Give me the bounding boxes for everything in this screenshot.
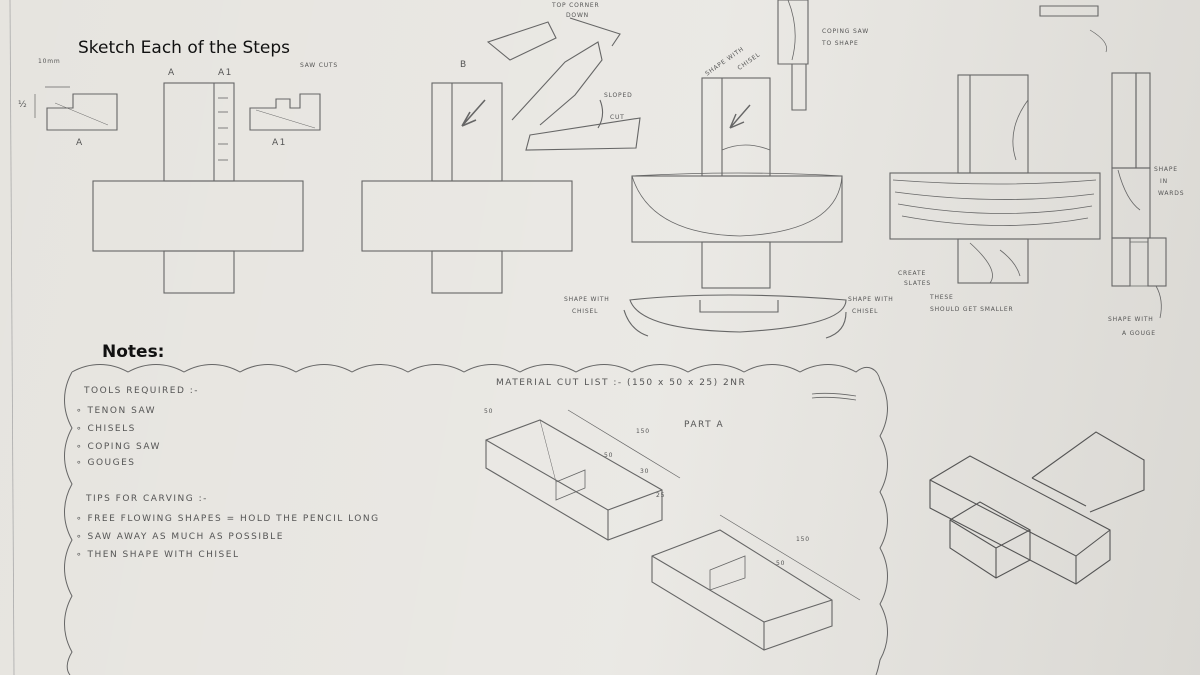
step1-col-a1: A1 <box>218 68 233 78</box>
tip-item-label: SAW AWAY AS MUCH AS POSSIBLE <box>87 532 284 542</box>
step1-profile-a: A <box>76 138 84 148</box>
tips-heading: TIPS FOR CARVING :- <box>86 494 208 504</box>
dim-50a: 50 <box>484 408 494 415</box>
step4-coping-saw: COPING SAW <box>822 28 869 35</box>
step1-col-a: A <box>168 68 176 78</box>
margin-line <box>9 0 15 675</box>
dim-50b: 50 <box>604 452 614 459</box>
step5-shape: SHAPE <box>1154 166 1178 173</box>
tool-item-label: COPING SAW <box>87 442 161 452</box>
tool-item: ∘ CHISELS <box>76 424 136 434</box>
tool-item-label: CHISELS <box>87 424 136 434</box>
step4-slates: SLATES <box>904 280 931 287</box>
part-label: PART A <box>684 420 725 430</box>
tool-item-label: GOUGES <box>87 458 136 468</box>
step1-dim-side: ½ <box>18 100 29 110</box>
step2-sloped: SLOPED <box>604 92 633 99</box>
step4-these: THESE <box>930 294 954 301</box>
dim-30: 30 <box>640 468 650 475</box>
step3-sketch <box>623 77 847 339</box>
step4-to-shape: TO SHAPE <box>822 40 859 47</box>
step3-chisel-right: CHISEL <box>852 308 879 315</box>
step5-sketch <box>1111 72 1167 319</box>
tip-item: ∘ FREE FLOWING SHAPES = HOLD THE PENCIL … <box>76 514 380 524</box>
step1-profile-a1: A1 <box>272 138 287 148</box>
dim-150b: 150 <box>796 536 810 543</box>
step5-a-gouge: A GOUGE <box>1122 330 1156 337</box>
tip-item-label: FREE FLOWING SHAPES = HOLD THE PENCIL LO… <box>87 514 380 524</box>
tool-item-label: TENON SAW <box>87 406 157 416</box>
step2-b: B <box>460 60 468 70</box>
step5-wards: WARDS <box>1158 190 1185 197</box>
step1-saw-cuts: SAW CUTS <box>300 62 338 69</box>
iso-part-a-sketch <box>485 409 861 651</box>
dim-150a: 150 <box>636 428 650 435</box>
notes-heading: Notes: <box>102 342 165 362</box>
step4-create: CREATE <box>898 270 927 277</box>
tip-item: ∘ SAW AWAY AS MUCH AS POSSIBLE <box>76 532 284 542</box>
step2-top-corner: TOP CORNER <box>552 2 600 9</box>
step4-sketch <box>777 0 1107 284</box>
step5-in: IN <box>1160 178 1168 185</box>
notes-box <box>64 364 888 675</box>
cut-list: MATERIAL CUT LIST :- (150 x 50 x 25) 2NR <box>496 378 747 388</box>
sheet-title: Sketch Each of the Steps <box>78 38 291 58</box>
tip-item: ∘ THEN SHAPE WITH CHISEL <box>76 550 240 560</box>
step5-shape-with-gouge: SHAPE WITH <box>1108 316 1154 323</box>
tip-item-label: THEN SHAPE WITH CHISEL <box>87 550 240 560</box>
step2-sketch <box>361 17 641 294</box>
step3-chisel-left: CHISEL <box>572 308 599 315</box>
tool-item: ∘ COPING SAW <box>76 442 161 452</box>
dim-50c: 50 <box>776 560 786 567</box>
step2-cut: CUT <box>610 114 625 121</box>
step2-down: DOWN <box>566 12 589 19</box>
tools-heading: TOOLS REQUIRED :- <box>84 386 200 396</box>
step3-shape-with-left: SHAPE WITH <box>564 296 610 303</box>
step4-should: SHOULD GET SMALLER <box>930 306 1014 313</box>
step3-shape-with-right: SHAPE WITH <box>848 296 894 303</box>
tool-item: ∘ GOUGES <box>76 458 136 468</box>
tool-item: ∘ TENON SAW <box>76 406 157 416</box>
step1-sketch <box>34 82 321 294</box>
dim-25: 25 <box>656 492 666 499</box>
cross-joint-sketch <box>929 431 1145 585</box>
step1-dim-top: 10mm <box>38 58 61 65</box>
